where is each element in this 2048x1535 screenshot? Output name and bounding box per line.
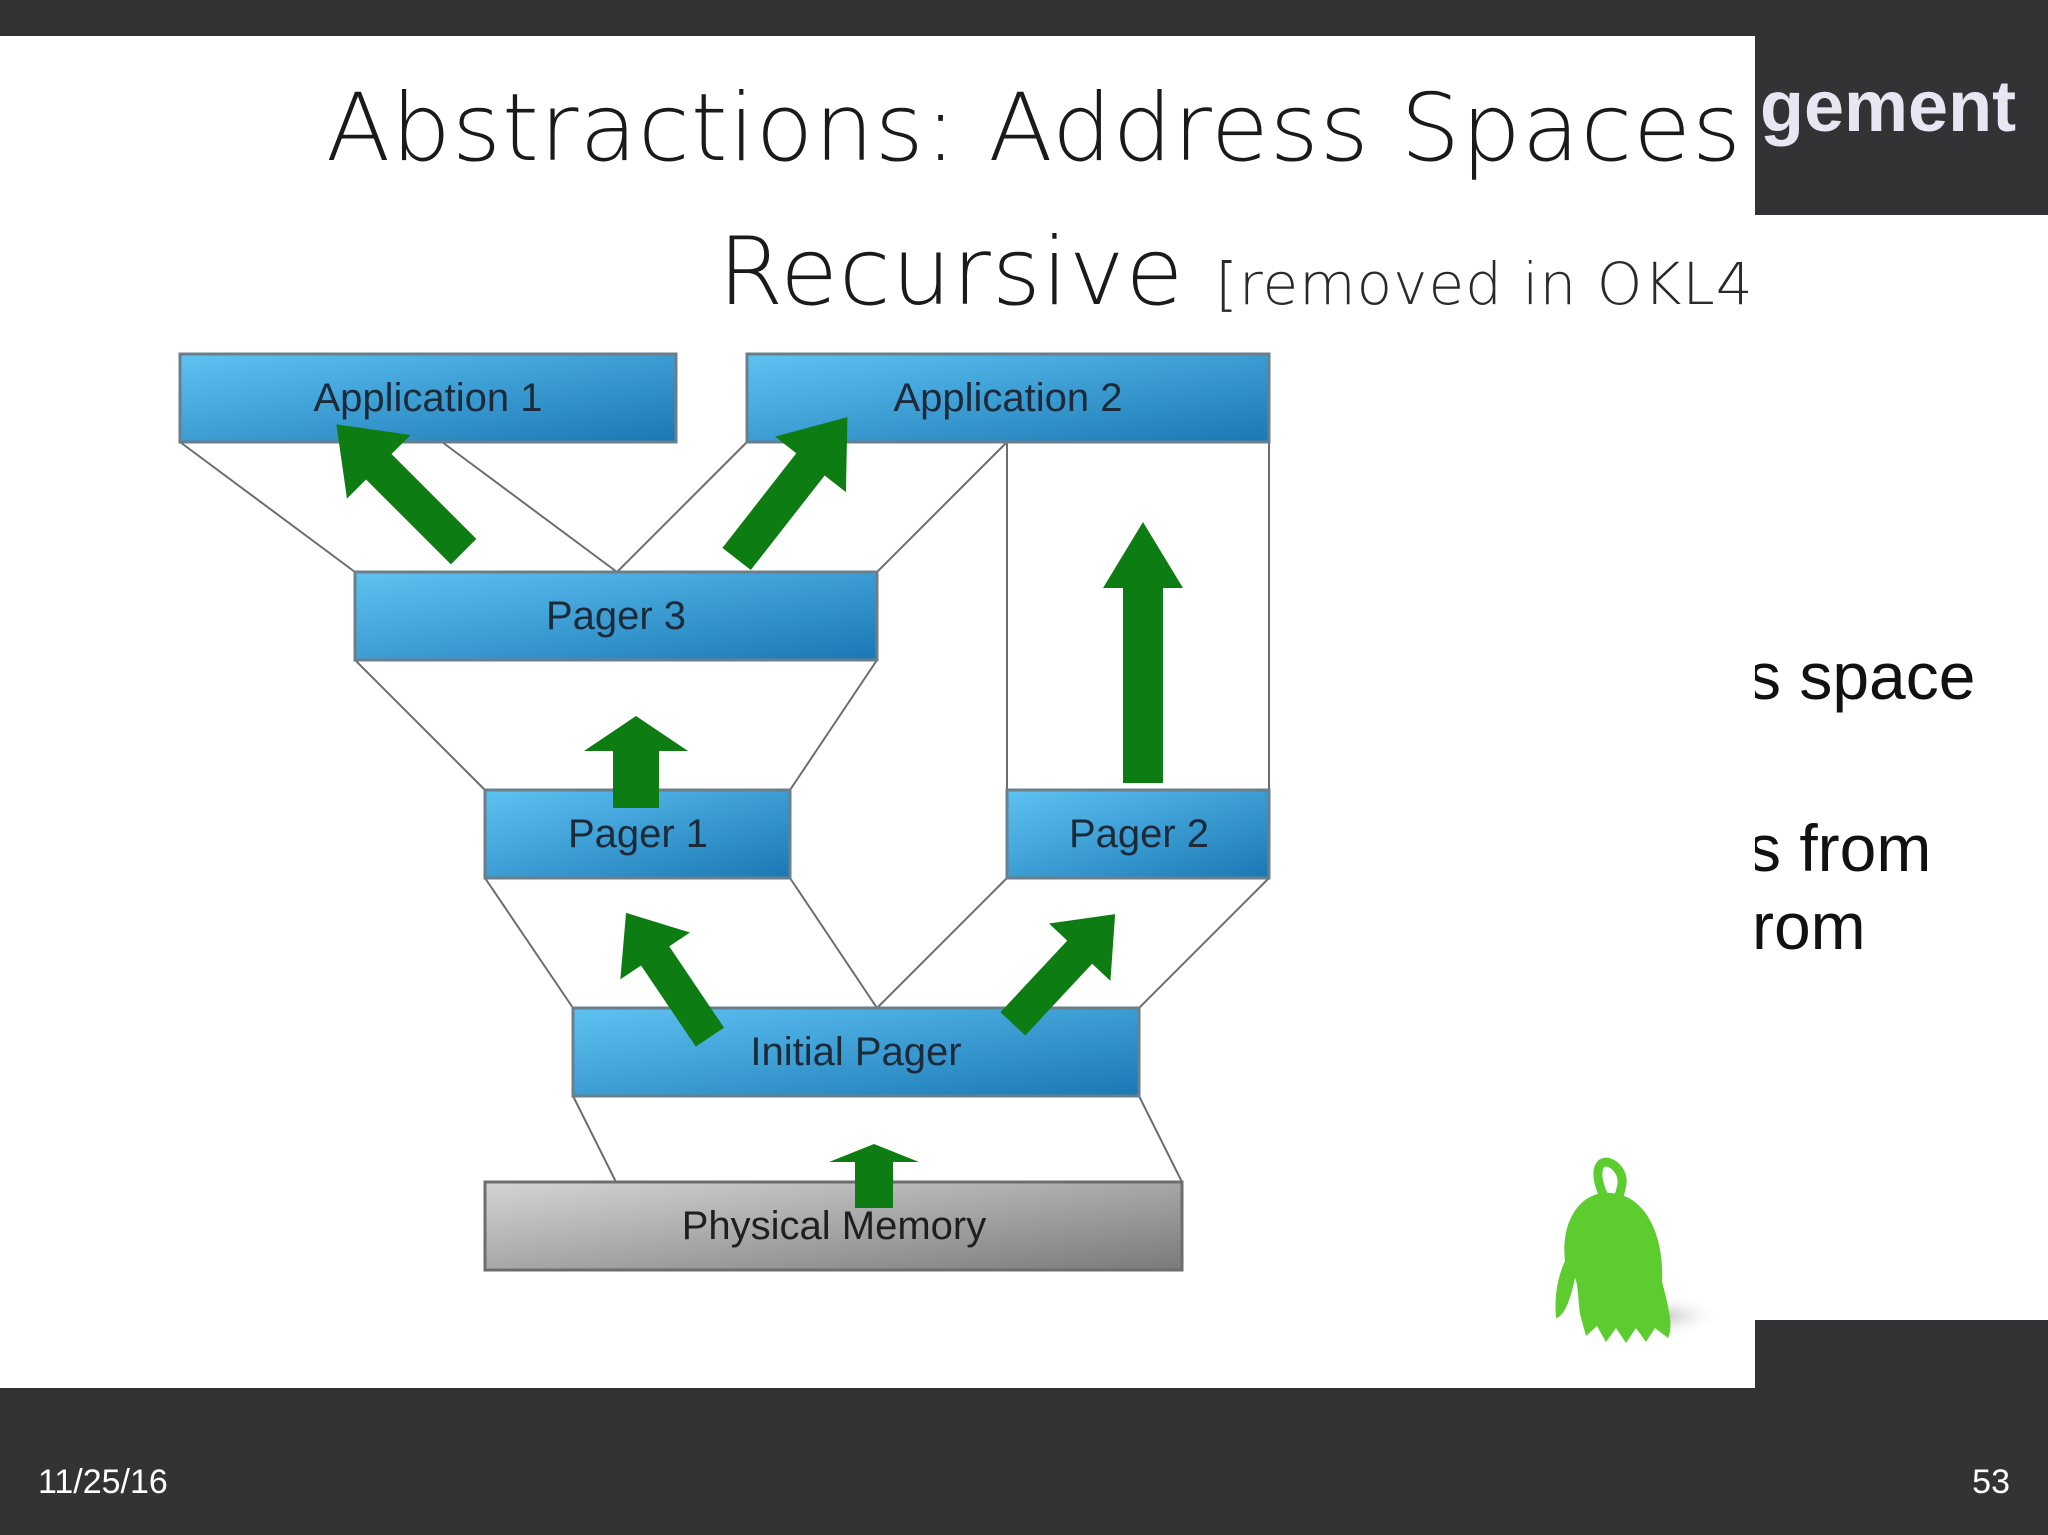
box-pager-3: Pager 3	[353, 570, 879, 662]
arrow-up-icon	[1103, 522, 1183, 783]
body-text-fragment-3: rom	[1752, 889, 1866, 963]
body-text-fragment-2: s from	[1748, 811, 1932, 885]
box-label-pager-1: Pager 1	[568, 812, 708, 856]
title-main-word: Recursive	[718, 218, 1185, 327]
green-mascot-icon	[1555, 1157, 1722, 1343]
box-label-initial-pager: Initial Pager	[750, 1030, 961, 1074]
slide-body-background	[1755, 215, 2048, 1320]
title-note: [removed in OKL4]	[1215, 250, 1755, 318]
footer-date: 11/25/16	[38, 1463, 168, 1501]
connector-lines	[179, 441, 1270, 1183]
green-arrows	[336, 417, 1183, 1208]
arrow-up-icon	[620, 912, 725, 1047]
overlay-title-line-1: Abstractions: Address Spaces -	[326, 74, 1755, 183]
box-label-application-1: Application 1	[313, 376, 542, 420]
box-label-pager-2: Pager 2	[1069, 812, 1209, 856]
arrow-up-icon	[584, 716, 688, 808]
footer-page-number: 53	[1972, 1463, 2010, 1501]
box-label-pager-3: Pager 3	[546, 594, 686, 638]
box-label-application-2: Application 2	[893, 376, 1122, 420]
arrow-up-icon	[1000, 914, 1116, 1036]
arrow-up-icon	[336, 424, 477, 565]
pager-hierarchy-diagram: Application 1 Application 2 Pager 3 Page…	[178, 352, 1722, 1343]
arrow-up-icon	[829, 1144, 919, 1208]
overlay-slide: Abstractions: Address Spaces - Recursive…	[0, 36, 1755, 1388]
box-application-1: Application 1	[178, 352, 678, 444]
slide-header-fragment: gement	[1760, 67, 2017, 147]
box-initial-pager: Initial Pager	[571, 1006, 1141, 1098]
box-label-physical-memory: Physical Memory	[682, 1204, 987, 1248]
box-pager-2: Pager 2	[1005, 788, 1271, 880]
body-text-fragment-1: s space	[1748, 639, 1976, 713]
box-physical-memory: Physical Memory	[483, 1180, 1184, 1272]
slide-footer	[0, 1390, 2048, 1535]
arrow-up-icon	[722, 417, 848, 571]
overlay-title-line-2: Recursive [removed in OKL4]	[718, 218, 1755, 327]
